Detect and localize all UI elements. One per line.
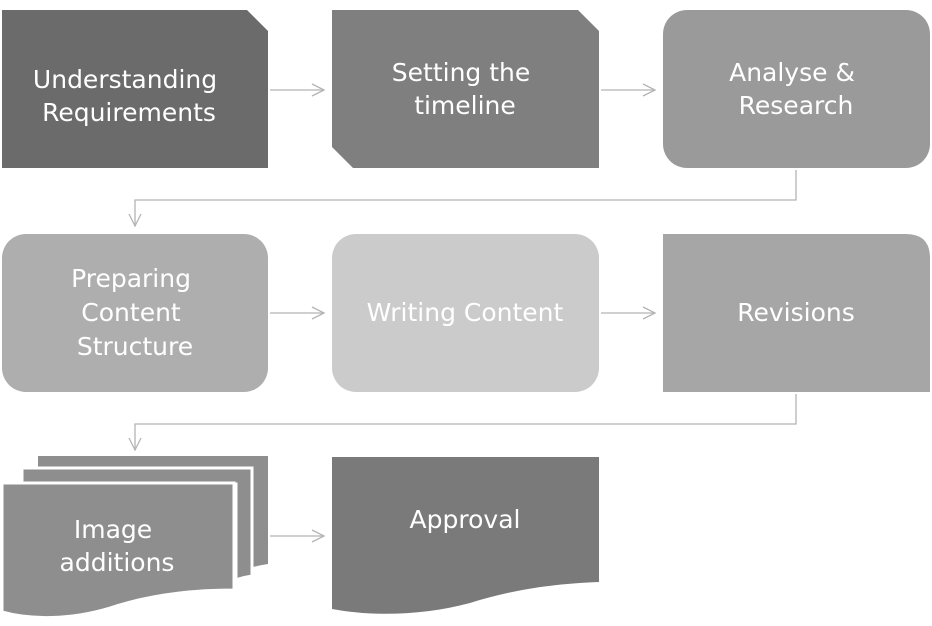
step-analyse-research: Analyse & Research [663, 10, 930, 168]
step-preparing-content-structure: Preparing Content Structure [2, 234, 268, 392]
timeline-shape [332, 10, 599, 168]
svg-text:Understanding Requiremen: Understanding Requirements [33, 65, 225, 127]
svg-text:Image additions: Image additions [60, 515, 175, 577]
approval-shape [332, 457, 599, 614]
step-understanding-requirements: Understanding Requirements [2, 10, 268, 168]
step-writing-content: Writing Content [332, 234, 599, 392]
analyse-label-line2: Research [739, 91, 854, 120]
preparing-label-line2: Content [81, 298, 181, 327]
step-setting-the-timeline: Setting the timeline [332, 10, 599, 168]
understanding-label-line1: Understanding [33, 65, 217, 94]
connector-revisions-to-image-additions [135, 394, 797, 450]
svg-text:Writing Content: Writing Content [367, 298, 564, 327]
preparing-label-line1: Preparing [71, 264, 191, 293]
revisions-label-line1: Revisions [737, 298, 855, 327]
writing-label-line1: Writing Content [367, 298, 564, 327]
svg-text:Setting the timeline: Setting the timeline [392, 58, 538, 120]
understanding-shape [2, 10, 268, 168]
analyse-shape [663, 10, 930, 168]
preparing-shape [2, 234, 268, 392]
svg-text:Approval: Approval [410, 505, 521, 534]
understanding-label-line2: Requirements [42, 98, 216, 127]
image-additions-label-line1: Image [74, 515, 152, 544]
revisions-shape [663, 234, 930, 392]
connector-analyse-to-preparing [135, 170, 797, 226]
svg-text:Revisions: Revisions [737, 298, 855, 327]
image-additions-label-line2: additions [60, 548, 175, 577]
writing-shape [332, 234, 599, 392]
analyse-label-line1: Analyse & [729, 58, 855, 87]
step-image-additions: Image additions [0, 456, 268, 620]
step-approval: Approval [332, 457, 599, 614]
step-revisions: Revisions [663, 234, 930, 392]
svg-text:Preparing Content: Preparing Content Structure [71, 264, 199, 361]
svg-text:Analyse & Research: Analyse & Research [729, 58, 863, 120]
timeline-label-line1: Setting the [392, 58, 531, 87]
image-additions-front-page [0, 481, 236, 620]
timeline-label-line2: timeline [414, 91, 516, 120]
image-additions-middle-page-fill [20, 466, 254, 583]
preparing-label-line3: Structure [77, 332, 193, 361]
approval-label-line1: Approval [410, 505, 521, 534]
